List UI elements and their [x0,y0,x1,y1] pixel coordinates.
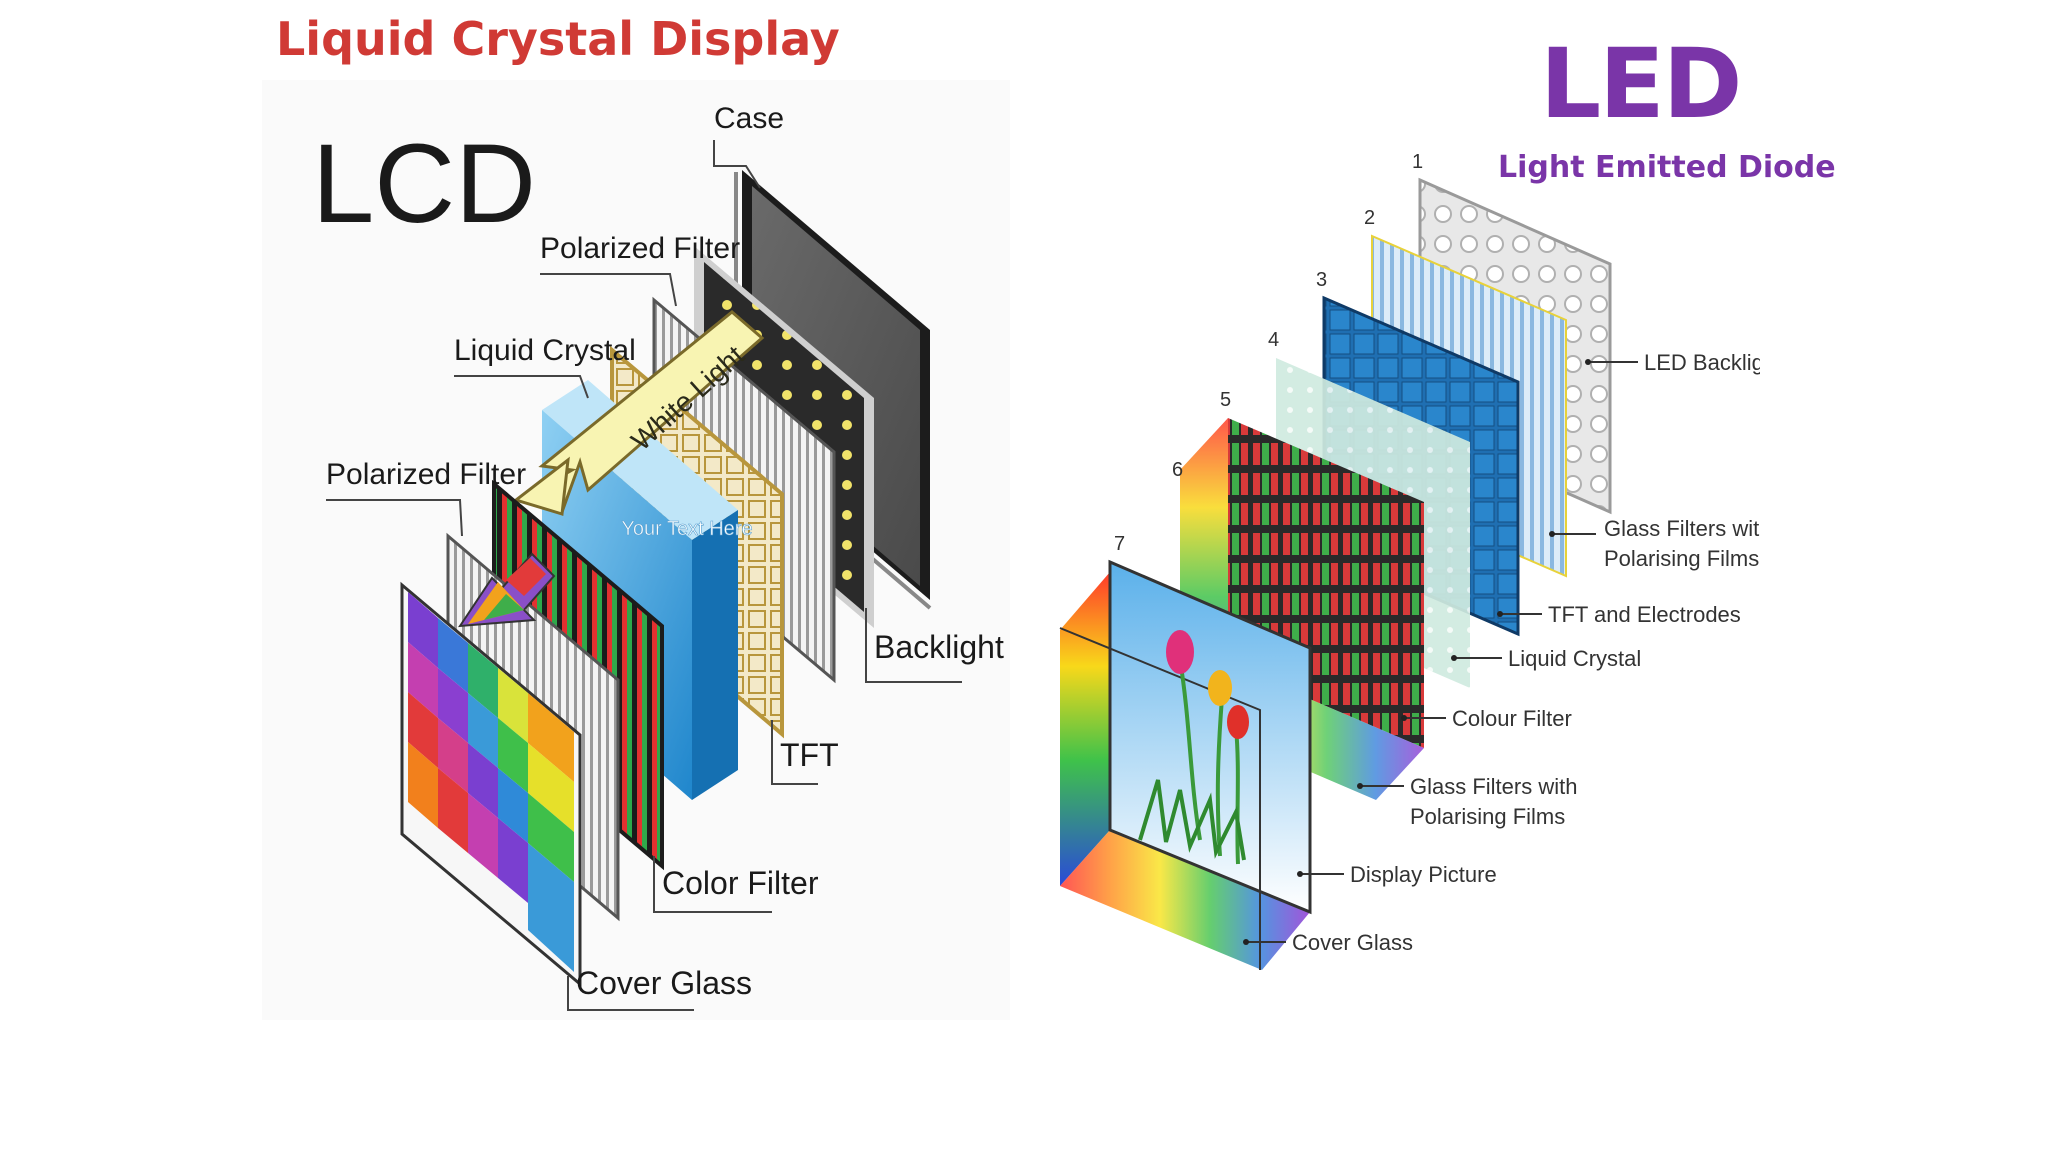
label-colour-filter: Colour Filter [1452,706,1572,731]
label-liquid-crystal: Liquid Crystal [454,334,636,367]
label-liquid-crystal-led: Liquid Crystal [1508,646,1641,671]
label-glass-filters-back-2: Polarising Films [1604,546,1759,571]
lcd-diagram-svg: LCD White Light [312,102,1004,1011]
layer-number-1: 1 [1412,151,1423,173]
led-diagram: 1 2 3 4 5 6 7 LED Backlight Glass Filter… [1040,140,1782,980]
layer-numbers: 1 2 3 4 5 6 7 [1114,151,1423,555]
layer-number-7: 7 [1114,533,1125,555]
liquid-crystal-top [542,380,738,540]
cover-glass-layer [400,581,582,988]
cover-glass-bottom [1060,830,1310,970]
label-display-picture: Display Picture [1350,862,1497,887]
tulip-picture [1138,630,1249,865]
layer-number-5: 5 [1220,389,1231,411]
label-backlight: Backlight [874,629,1004,665]
led-labels: LED Backlight Glass Filters with Polaris… [1243,350,1782,955]
layer-number-3: 3 [1316,269,1327,291]
label-glass-filters-front-2: Polarising Films [1410,804,1565,829]
label-glass-filters-front-1: Glass Filters with [1410,774,1577,799]
cover-glass-side [1060,572,1110,886]
label-color-filter: Color Filter [662,865,819,901]
label-glass-filters-back-1: Glass Filters with [1604,516,1760,541]
lcd-diagram: LCD White Light [262,80,1010,1020]
lcd-heading: LCD [312,121,536,246]
label-polarized-filter-top: Polarized Filter [540,232,740,265]
label-cover-glass-led: Cover Glass [1292,930,1413,955]
lcd-labels: Case Polarized Filter Liquid Crystal Pol… [326,102,1004,1011]
rainbow-arrow [458,552,556,628]
lcd-title: Liquid Crystal Display [276,12,840,66]
label-polarized-filter-front: Polarized Filter [326,458,526,491]
layer-number-4: 4 [1268,329,1279,351]
layer-number-2: 2 [1364,207,1375,229]
label-cover-glass: Cover Glass [576,965,752,1001]
overlay-text: Your Text Here [621,518,752,540]
label-led-backlight: LED Backlight [1644,350,1760,375]
led-title: LED [1540,28,1742,140]
label-tft-electrodes: TFT and Electrodes [1548,602,1741,627]
label-tft: TFT [780,737,839,773]
liquid-crystal-side [692,510,738,800]
label-case: Case [714,102,784,135]
led-subtitle: Light Emitted Diode [1498,150,1836,185]
led-diagram-svg: 1 2 3 4 5 6 7 LED Backlight Glass Filter… [1059,151,1782,970]
layer-number-6: 6 [1172,459,1183,481]
